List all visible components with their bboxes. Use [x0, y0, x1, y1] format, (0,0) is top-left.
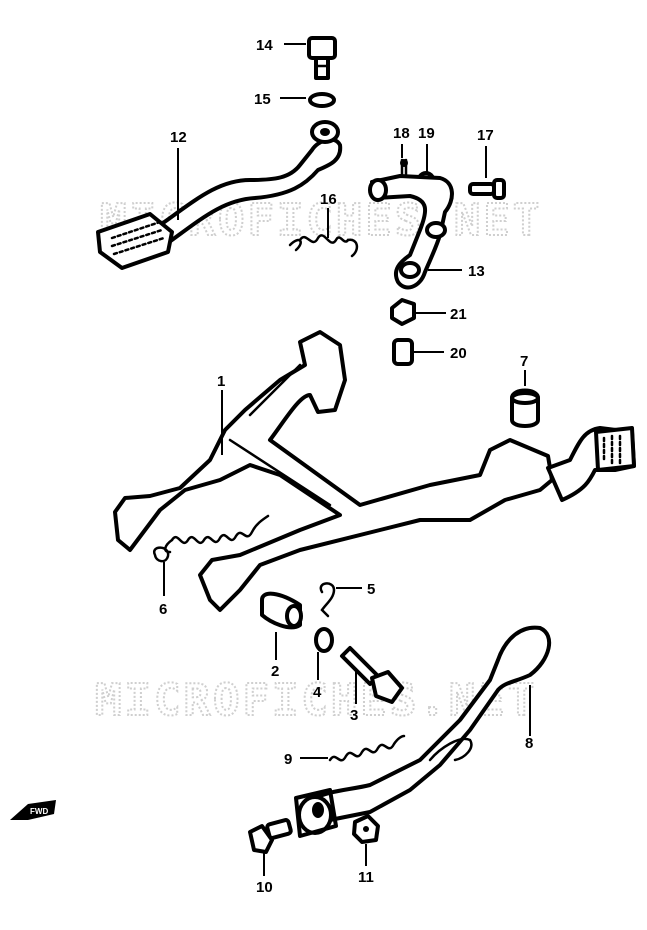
bolt-10: [248, 818, 293, 854]
callout-13: 13: [468, 263, 485, 280]
callout-21: 21: [450, 306, 467, 323]
forward-direction-marker: FWD: [10, 800, 56, 820]
side-stand-8: [294, 625, 551, 838]
bolt-17: [468, 178, 506, 200]
washer-4: [314, 627, 334, 653]
callout-4: 4: [313, 684, 322, 701]
bolt-3: [340, 646, 404, 704]
spring-9: [328, 734, 406, 762]
callout-15: 15: [254, 91, 271, 108]
collar-2: [260, 591, 303, 630]
spring-16: [288, 234, 359, 258]
bolt-20: [392, 338, 414, 366]
callout-10: 10: [256, 879, 273, 896]
callout-12: 12: [170, 129, 187, 146]
callout-19: 19: [418, 125, 435, 142]
callout-1: 1: [217, 373, 225, 390]
brake-arm-13: [368, 174, 454, 290]
callout-18: 18: [393, 125, 410, 142]
callout-6: 6: [159, 601, 167, 618]
stopper-cap-7: [510, 388, 540, 428]
brake-pedal-12: [96, 120, 343, 270]
nut-11: [352, 814, 380, 844]
callout-8: 8: [525, 735, 533, 752]
fwd-label: FWD: [30, 807, 48, 816]
callout-5: 5: [367, 581, 375, 598]
bolt-14: [307, 36, 337, 80]
callout-11: 11: [358, 869, 374, 886]
clip-6: [152, 546, 170, 563]
callout-16: 16: [320, 191, 337, 208]
callout-9: 9: [284, 751, 292, 768]
stand-spring: [164, 514, 270, 554]
callout-20: 20: [450, 345, 467, 362]
nut-21: [390, 298, 416, 326]
clip-5: [319, 582, 336, 618]
main-stand-1: [113, 330, 636, 612]
callout-7: 7: [520, 353, 528, 370]
washer-15: [308, 92, 336, 108]
callout-2: 2: [271, 663, 279, 680]
callout-14: 14: [256, 37, 273, 54]
callout-17: 17: [477, 127, 494, 144]
callout-3: 3: [350, 707, 358, 724]
